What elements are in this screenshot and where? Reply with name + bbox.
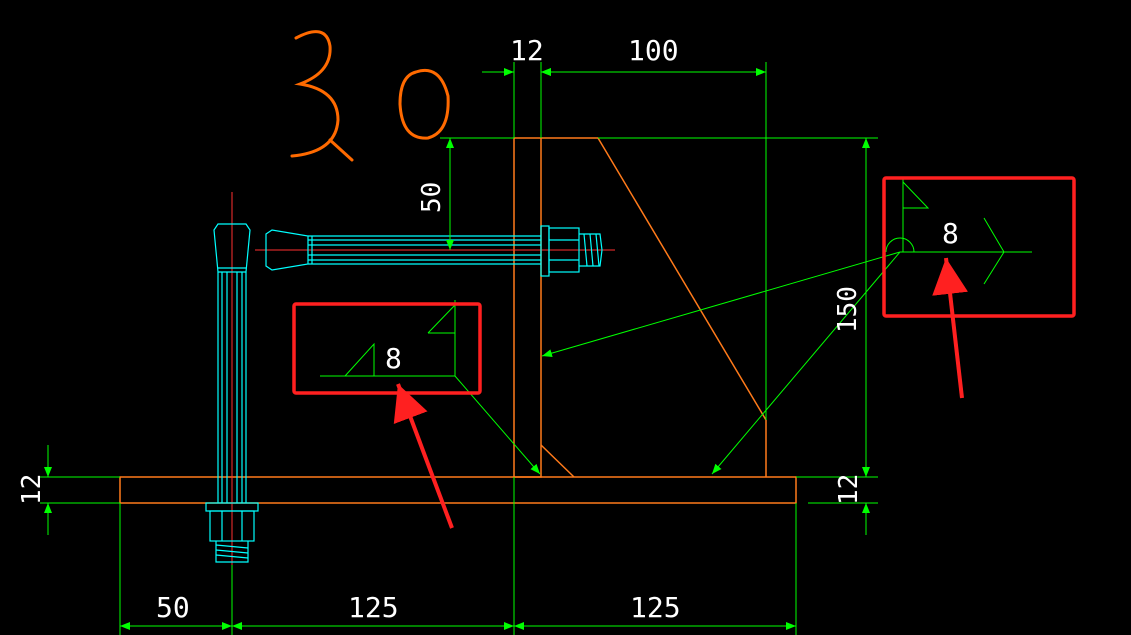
dim-bottom-edge: 50	[156, 591, 190, 624]
weld-leaders	[454, 251, 901, 475]
centerlines	[231, 192, 615, 565]
vertical-plate	[513, 137, 575, 478]
dim-base-thickness-left: 12	[17, 474, 47, 505]
highlight-box-left	[292, 302, 482, 395]
base-plate	[119, 476, 797, 504]
anchor-bolt-vertical	[205, 223, 259, 563]
weld-symbol-right	[885, 178, 1032, 285]
handwritten-note	[290, 30, 450, 162]
dim-bolt-height: 50	[417, 182, 447, 213]
dim-bottom-right-span: 125	[630, 591, 681, 624]
dimension-lines	[40, 62, 878, 635]
highlight-box-right	[882, 176, 1076, 318]
dim-top-plate-thickness: 12	[510, 34, 544, 67]
highlight-arrows	[393, 257, 968, 529]
anchor-bolt-horizontal	[265, 225, 603, 277]
dim-top-rib-width: 100	[628, 34, 679, 67]
dim-rib-height: 150	[833, 286, 863, 333]
weld-size-right: 8	[942, 217, 959, 250]
dim-bottom-left-span: 125	[348, 591, 399, 624]
weld-symbol-left	[320, 300, 456, 377]
stiffener-rib	[541, 137, 767, 477]
weld-size-left: 8	[385, 342, 402, 375]
dim-base-thickness-right: 12	[834, 474, 864, 505]
